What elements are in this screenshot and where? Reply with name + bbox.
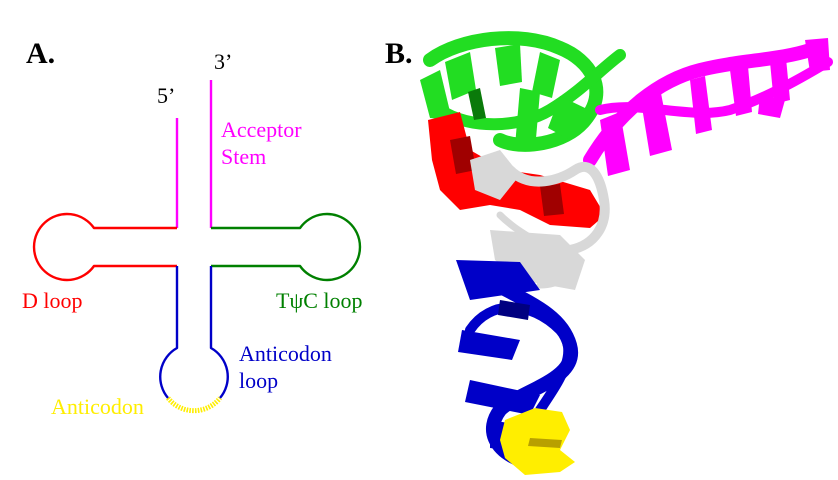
acceptor-stem — [175, 80, 213, 228]
tpsic-loop-label: TψC loop — [276, 288, 363, 313]
panel-b-label: B. — [385, 37, 413, 70]
three-prime-label: 3’ — [214, 49, 232, 74]
anticodon-arm — [159, 266, 229, 399]
acceptor-label-line2: Stem — [221, 144, 266, 169]
anticodon-loop-line2: loop — [239, 368, 278, 393]
panel-a-cloverleaf: A. 5’ 3’ Acceptor Stem D loop TψC loop — [22, 37, 363, 419]
anticodon-label: Anticodon — [51, 394, 144, 419]
magenta-helix — [583, 38, 833, 176]
green-helix — [420, 31, 626, 152]
anticodon-loop-line1: Anticodon — [239, 341, 332, 366]
anticodon-segment — [166, 396, 222, 414]
d-loop-label: D loop — [22, 288, 83, 313]
tpsic-arm — [211, 212, 362, 282]
five-prime-label: 5’ — [157, 83, 175, 108]
acceptor-label-line1: Acceptor — [221, 117, 302, 142]
yellow-anticodon — [500, 408, 575, 475]
red-helix — [428, 112, 605, 228]
acceptor-stem-label: Acceptor Stem — [221, 117, 302, 169]
anticodon-loop-label: Anticodon loop — [239, 341, 332, 393]
panel-a-label: A. — [26, 37, 55, 70]
d-arm — [32, 212, 177, 282]
panel-b-3d-structure: B. — [385, 31, 833, 475]
